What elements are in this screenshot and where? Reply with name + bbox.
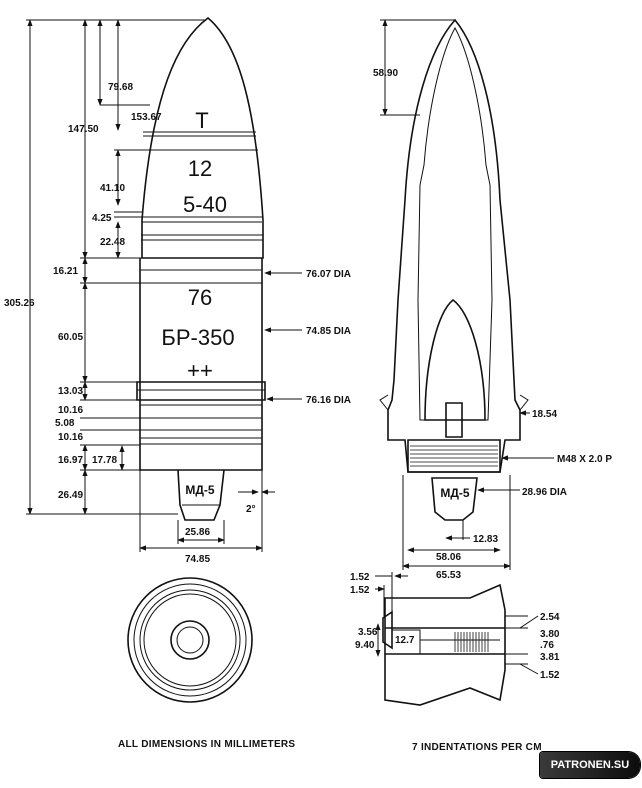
- marking-12: 12: [188, 156, 212, 181]
- dim-3-81: 3.81: [540, 652, 560, 663]
- rotating-band-detail: 1.52 1.52 3.56 9.40 12.7 2.54 3.80 .76 3…: [350, 572, 560, 706]
- dim-22-48: 22.48: [100, 237, 125, 248]
- marking-t: Т: [195, 108, 208, 133]
- callout-76-16-dia: 76.16 DIA: [306, 395, 351, 406]
- dim-2-54: 2.54: [540, 612, 560, 623]
- dim-5-08: 5.08: [55, 418, 75, 429]
- marking-br350: БР-350: [161, 325, 234, 350]
- dim-2-degrees: 2°: [246, 504, 256, 515]
- shell-section-view: МД-5 58.90 18.54 M48 X 2.0 P 28.96 DIA 1…: [373, 18, 612, 581]
- dim-41-10: 41.10: [100, 183, 125, 194]
- dim-17-78: 17.78: [92, 455, 117, 466]
- section-marking-md5: МД-5: [440, 486, 470, 500]
- shell-base-view: [127, 577, 253, 703]
- watermark-logo-text: PATRONEN.SU: [550, 759, 630, 771]
- dim-12-83: 12.83: [473, 534, 498, 545]
- watermark-logo: PATRONEN.SU: [540, 752, 640, 778]
- dim-79-68: 79.68: [108, 82, 133, 93]
- dim-58-06: 58.06: [436, 552, 461, 563]
- callout-28-96-dia: 28.96 DIA: [522, 487, 567, 498]
- dim-147-50: 147.50: [68, 124, 99, 135]
- dim-10-16-a: 10.16: [58, 405, 83, 416]
- caption-dimensions-unit: ALL DIMENSIONS IN MILLIMETERS: [118, 739, 295, 750]
- dim-18-54: 18.54: [532, 409, 557, 420]
- dim-1-52-c: 1.52: [540, 670, 560, 681]
- dim-65-53: 65.53: [436, 570, 461, 581]
- dim-1-52-b: 1.52: [350, 585, 370, 596]
- shell-exterior-view: Т 12 5-40 76 БР-350 ++ МД-5: [4, 16, 351, 565]
- dim-153-67: 153.67: [131, 112, 162, 123]
- marking-md5: МД-5: [185, 483, 215, 497]
- callout-74-85-dia: 74.85 DIA: [306, 326, 351, 337]
- dim-16-97: 16.97: [58, 455, 83, 466]
- dim-0-76: .76: [540, 640, 554, 651]
- dim-10-16-b: 10.16: [58, 432, 83, 443]
- dim-3-56: 3.56: [358, 627, 378, 638]
- dim-74-85: 74.85: [185, 554, 210, 565]
- dim-9-40: 9.40: [355, 640, 375, 651]
- dim-26-49: 26.49: [58, 490, 83, 501]
- callout-thread: M48 X 2.0 P: [557, 454, 612, 465]
- dim-12-7: 12.7: [395, 635, 415, 646]
- dim-4-25: 4.25: [92, 213, 112, 224]
- callout-76-07-dia: 76.07 DIA: [306, 269, 351, 280]
- marking-76: 76: [188, 285, 212, 310]
- dim-60-05: 60.05: [58, 332, 83, 343]
- dim-58-90: 58.90: [373, 68, 398, 79]
- marking-5-40: 5-40: [183, 192, 227, 217]
- dim-305-26: 305.26: [4, 298, 35, 309]
- dim-3-80: 3.80: [540, 629, 560, 640]
- caption-indentations: 7 INDENTATIONS PER CM: [412, 742, 542, 753]
- dim-13-03: 13.03: [58, 386, 83, 397]
- dim-1-52-a: 1.52: [350, 572, 370, 583]
- dim-25-86: 25.86: [185, 527, 210, 538]
- marking-plus: ++: [187, 358, 213, 383]
- dim-16-21: 16.21: [53, 266, 78, 277]
